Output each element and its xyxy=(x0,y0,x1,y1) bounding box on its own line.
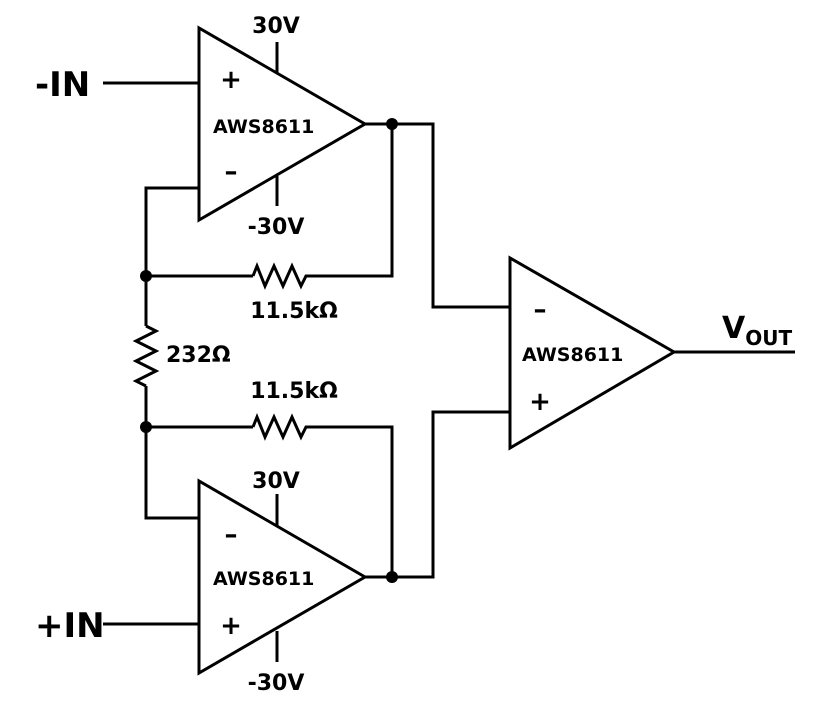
junctions xyxy=(140,118,398,583)
opamp-output: – + AWS8611 xyxy=(508,255,677,451)
opamp-output-minus: – xyxy=(534,295,547,325)
wire-top-feedback-return xyxy=(310,124,394,278)
opamp-bottom-plus: + xyxy=(220,611,242,641)
opamp-top-pos-rail: 30V xyxy=(252,14,300,39)
opamp-bottom-body xyxy=(197,478,368,676)
junction-bottom-output xyxy=(386,571,398,583)
resistor-gain xyxy=(132,324,160,388)
wire-bottom-feedback-return xyxy=(310,425,394,577)
opamp-bottom-part-label: AWS8611 xyxy=(213,568,314,590)
opamp-top-minus: – xyxy=(225,157,238,187)
opamp-output-plus: + xyxy=(529,387,551,417)
opamp-top-neg-rail: -30V xyxy=(248,215,305,240)
opamp-bottom-neg-rail: -30V xyxy=(248,671,305,696)
opamp-output-body xyxy=(508,255,677,451)
opamp-top-plus: + xyxy=(220,65,242,95)
output-label: VOUT xyxy=(722,311,792,350)
opamp-output-part-label: AWS8611 xyxy=(522,344,623,366)
resistor-feedback-top xyxy=(251,261,310,290)
resistor-feedback-top-value: 11.5kΩ xyxy=(250,299,338,324)
opamp-top-body xyxy=(197,25,368,223)
opamp-bottom: – + AWS8611 30V -30V xyxy=(197,469,368,696)
wire-bottom-output xyxy=(365,410,510,579)
opamp-bottom-minus: – xyxy=(225,520,238,550)
opamp-top: + – AWS8611 30V -30V xyxy=(197,14,368,240)
wire-top-inverting xyxy=(144,186,198,326)
junction-top-output xyxy=(386,118,398,130)
junction-gain-top xyxy=(140,270,152,282)
resistor-feedback-bottom xyxy=(251,412,310,441)
output-label-sub: OUT xyxy=(745,326,792,350)
input-neg-label: -IN xyxy=(35,65,90,105)
wire-top-output xyxy=(365,122,510,309)
wire-bottom-inverting xyxy=(144,386,198,520)
input-pos-label: +IN xyxy=(35,606,105,646)
junction-gain-bottom xyxy=(140,421,152,433)
resistor-feedback-bottom-value: 11.5kΩ xyxy=(250,379,338,404)
opamp-top-part-label: AWS8611 xyxy=(213,116,314,138)
output-label-main: V xyxy=(722,311,746,346)
resistor-gain-value: 232Ω xyxy=(166,343,231,368)
opamp-bottom-pos-rail: 30V xyxy=(252,469,300,494)
